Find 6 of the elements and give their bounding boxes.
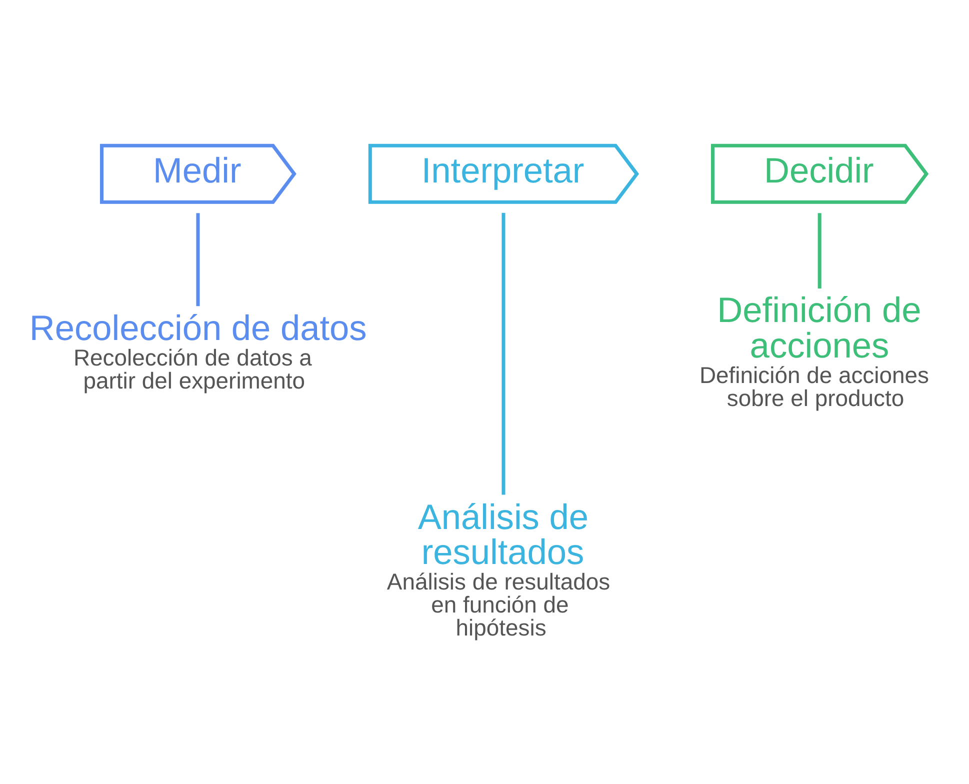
connector (196, 213, 200, 306)
node-text: Recolección de datos Recolección de datos a partir del experimento (29, 308, 367, 394)
node-text: Análisis de resultados Análisis de resultados en función de hipótesis (386, 498, 610, 641)
connector (818, 213, 822, 288)
connector (502, 212, 506, 495)
node-text: Definición de acciones Definición de acciones sobre el producto (699, 291, 930, 411)
